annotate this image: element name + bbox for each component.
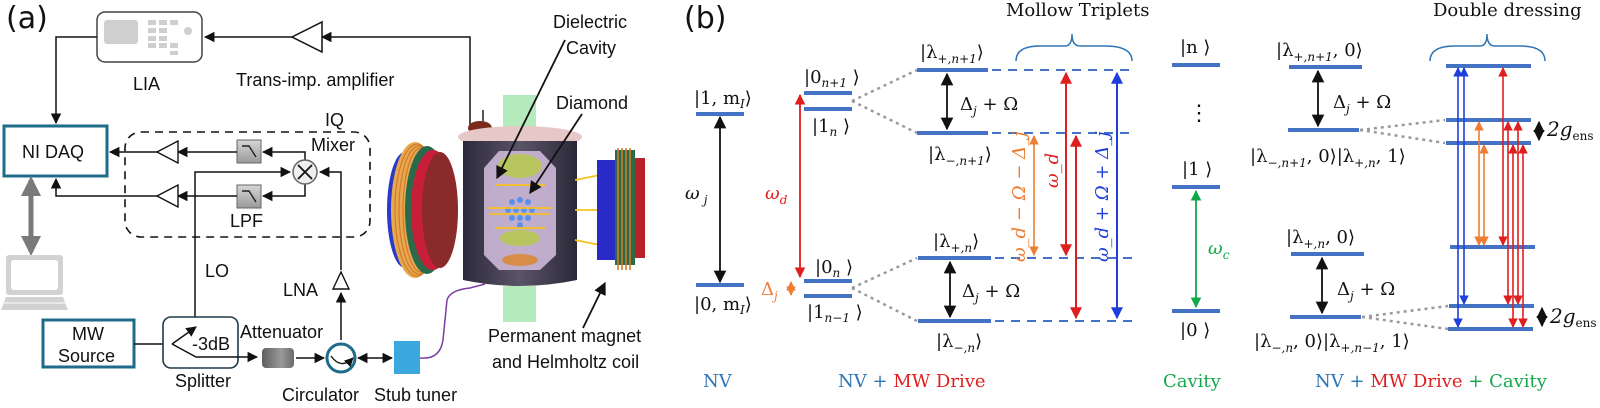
splitter-label: Splitter [175,371,231,391]
lo-line [194,166,292,325]
cavity-pointer-arrow [496,39,566,180]
mollow-label-red: ω_d [1042,153,1063,188]
dd-splitting-label-upper: Δj + Ω [1333,92,1391,116]
lpf-q-icon [236,184,262,209]
mixer-label: Mixer [311,135,355,155]
cavity-caption: Cavity [1163,371,1222,392]
mw-source-box [41,318,136,369]
diamond-label: Diamond [556,93,628,113]
drive-caption: NV + MW Drive [838,371,986,392]
lia-label: LIA [133,74,160,94]
lpf-i-icon [236,139,262,164]
double-dressing-brace [1429,33,1546,62]
ket-lambda-plus-n1: |λ+,n+1⟩ [920,42,984,66]
ket-lambda-minus-n1: |λ−,n+1⟩ [928,144,992,168]
splitting-label-lower: Δj + Ω [962,281,1020,305]
lna-label: LNA [283,280,318,300]
ket-dd-low-top: |λ+,n, 0⟩ [1286,227,1355,251]
ket-dd-low: |λ−,n, 0⟩|λ+,n−1, 1⟩ [1254,331,1410,355]
ni-daq-box [2,124,109,178]
ket-0n: |0n ⟩ [815,257,853,280]
circulator-icon [325,342,357,374]
trans-imp-amplifier-label: Trans-imp. amplifier [236,70,394,90]
ket-dd-mid: |λ−,n+1, 0⟩|λ+,n, 1⟩ [1250,146,1406,170]
omega-d-label: ωd [765,183,788,207]
ket-1n: |1n ⟩ [812,116,850,139]
nv-lower-ket: |0, mI⟩ [694,294,752,317]
dd-splitting-label-lower: Δj + Ω [1337,279,1395,303]
stub-tuner-icon [394,341,420,374]
mollow-label-orange: ω_d − Ω − Δ_j [1009,131,1030,262]
double-dressing-title: Double dressing [1433,0,1582,21]
cavity-ellipsis: ⋮ [1188,101,1210,126]
coax-cable [419,283,486,359]
diamond-pointer-arrow [529,113,583,195]
lo-label: LO [205,261,229,281]
nv-caption: NV [703,371,733,392]
dd-transition-arrows [1453,67,1528,328]
amplifier-q-icon [155,183,179,209]
cavity-assembly-illustration [387,95,645,322]
mollow-brace [1015,33,1133,62]
magnet-label-1: Permanent magnet [488,326,641,346]
circulator-label: Circulator [282,385,359,405]
splitter-value: -3dB [192,334,230,354]
ket-dd-top: |λ+,n+1, 0⟩ [1276,40,1363,64]
iq-label: IQ [325,110,344,130]
splitter-box [162,316,239,369]
omega-c-label: ωc [1208,238,1230,262]
ni-daq-label: NI DAQ [22,142,84,162]
dielectric-cavity-label-2: Cavity [566,38,616,58]
ket-lambda-plus-n: |λ+,n⟩ [933,231,979,255]
attenuator-label: Attenuator [240,322,323,342]
lpf-label: LPF [230,211,263,231]
magnet-pointer-arrow [582,281,606,329]
ket-0n1: |0n+1 ⟩ [804,67,860,90]
dielectric-cavity-label-1: Dielectric [553,12,627,32]
trans-imp-amplifier-icon [290,20,323,54]
mw-source-label-2: Source [58,346,115,366]
magnet-label-2: and Helmholtz coil [492,352,639,372]
lna-icon [331,270,351,290]
lia-instrument [96,11,203,63]
panel-b-label: (b) [684,1,726,36]
ket-lambda-minus-n: |λ−,n⟩ [936,331,982,355]
ket-cavity-n: |n ⟩ [1180,37,1210,58]
mollow-label-blue: ω_d + Ω + Δ_j [1092,131,1113,262]
splitting-label-upper: Δj + Ω [960,94,1018,118]
ket-cavity-0: |0 ⟩ [1180,320,1210,341]
dd-caption: NV + MW Drive + Cavity [1315,371,1548,392]
amplifier-i-icon [155,139,179,165]
computer-icon [1,255,68,310]
nv-upper-ket: |1, mI⟩ [694,88,752,111]
gens-label-upper: 2gens [1546,117,1594,143]
mw-source-label-1: MW [72,324,104,344]
stub-tuner-label: Stub tuner [374,385,457,405]
panel-a: (a) LIA Trans-imp. amplifier NI DAQ [1,1,645,405]
gens-label-lower: 2gens [1549,304,1597,330]
photodiode-wire [320,31,471,130]
attenuator-icon [262,348,294,368]
ket-cavity-1: |1 ⟩ [1182,159,1212,180]
mollow-title: Mollow Triplets [1006,0,1150,21]
detuning-label: Δj [761,279,778,303]
ket-1n-1: |1n−1 ⟩ [807,302,863,325]
panel-a-label: (a) [6,1,48,36]
